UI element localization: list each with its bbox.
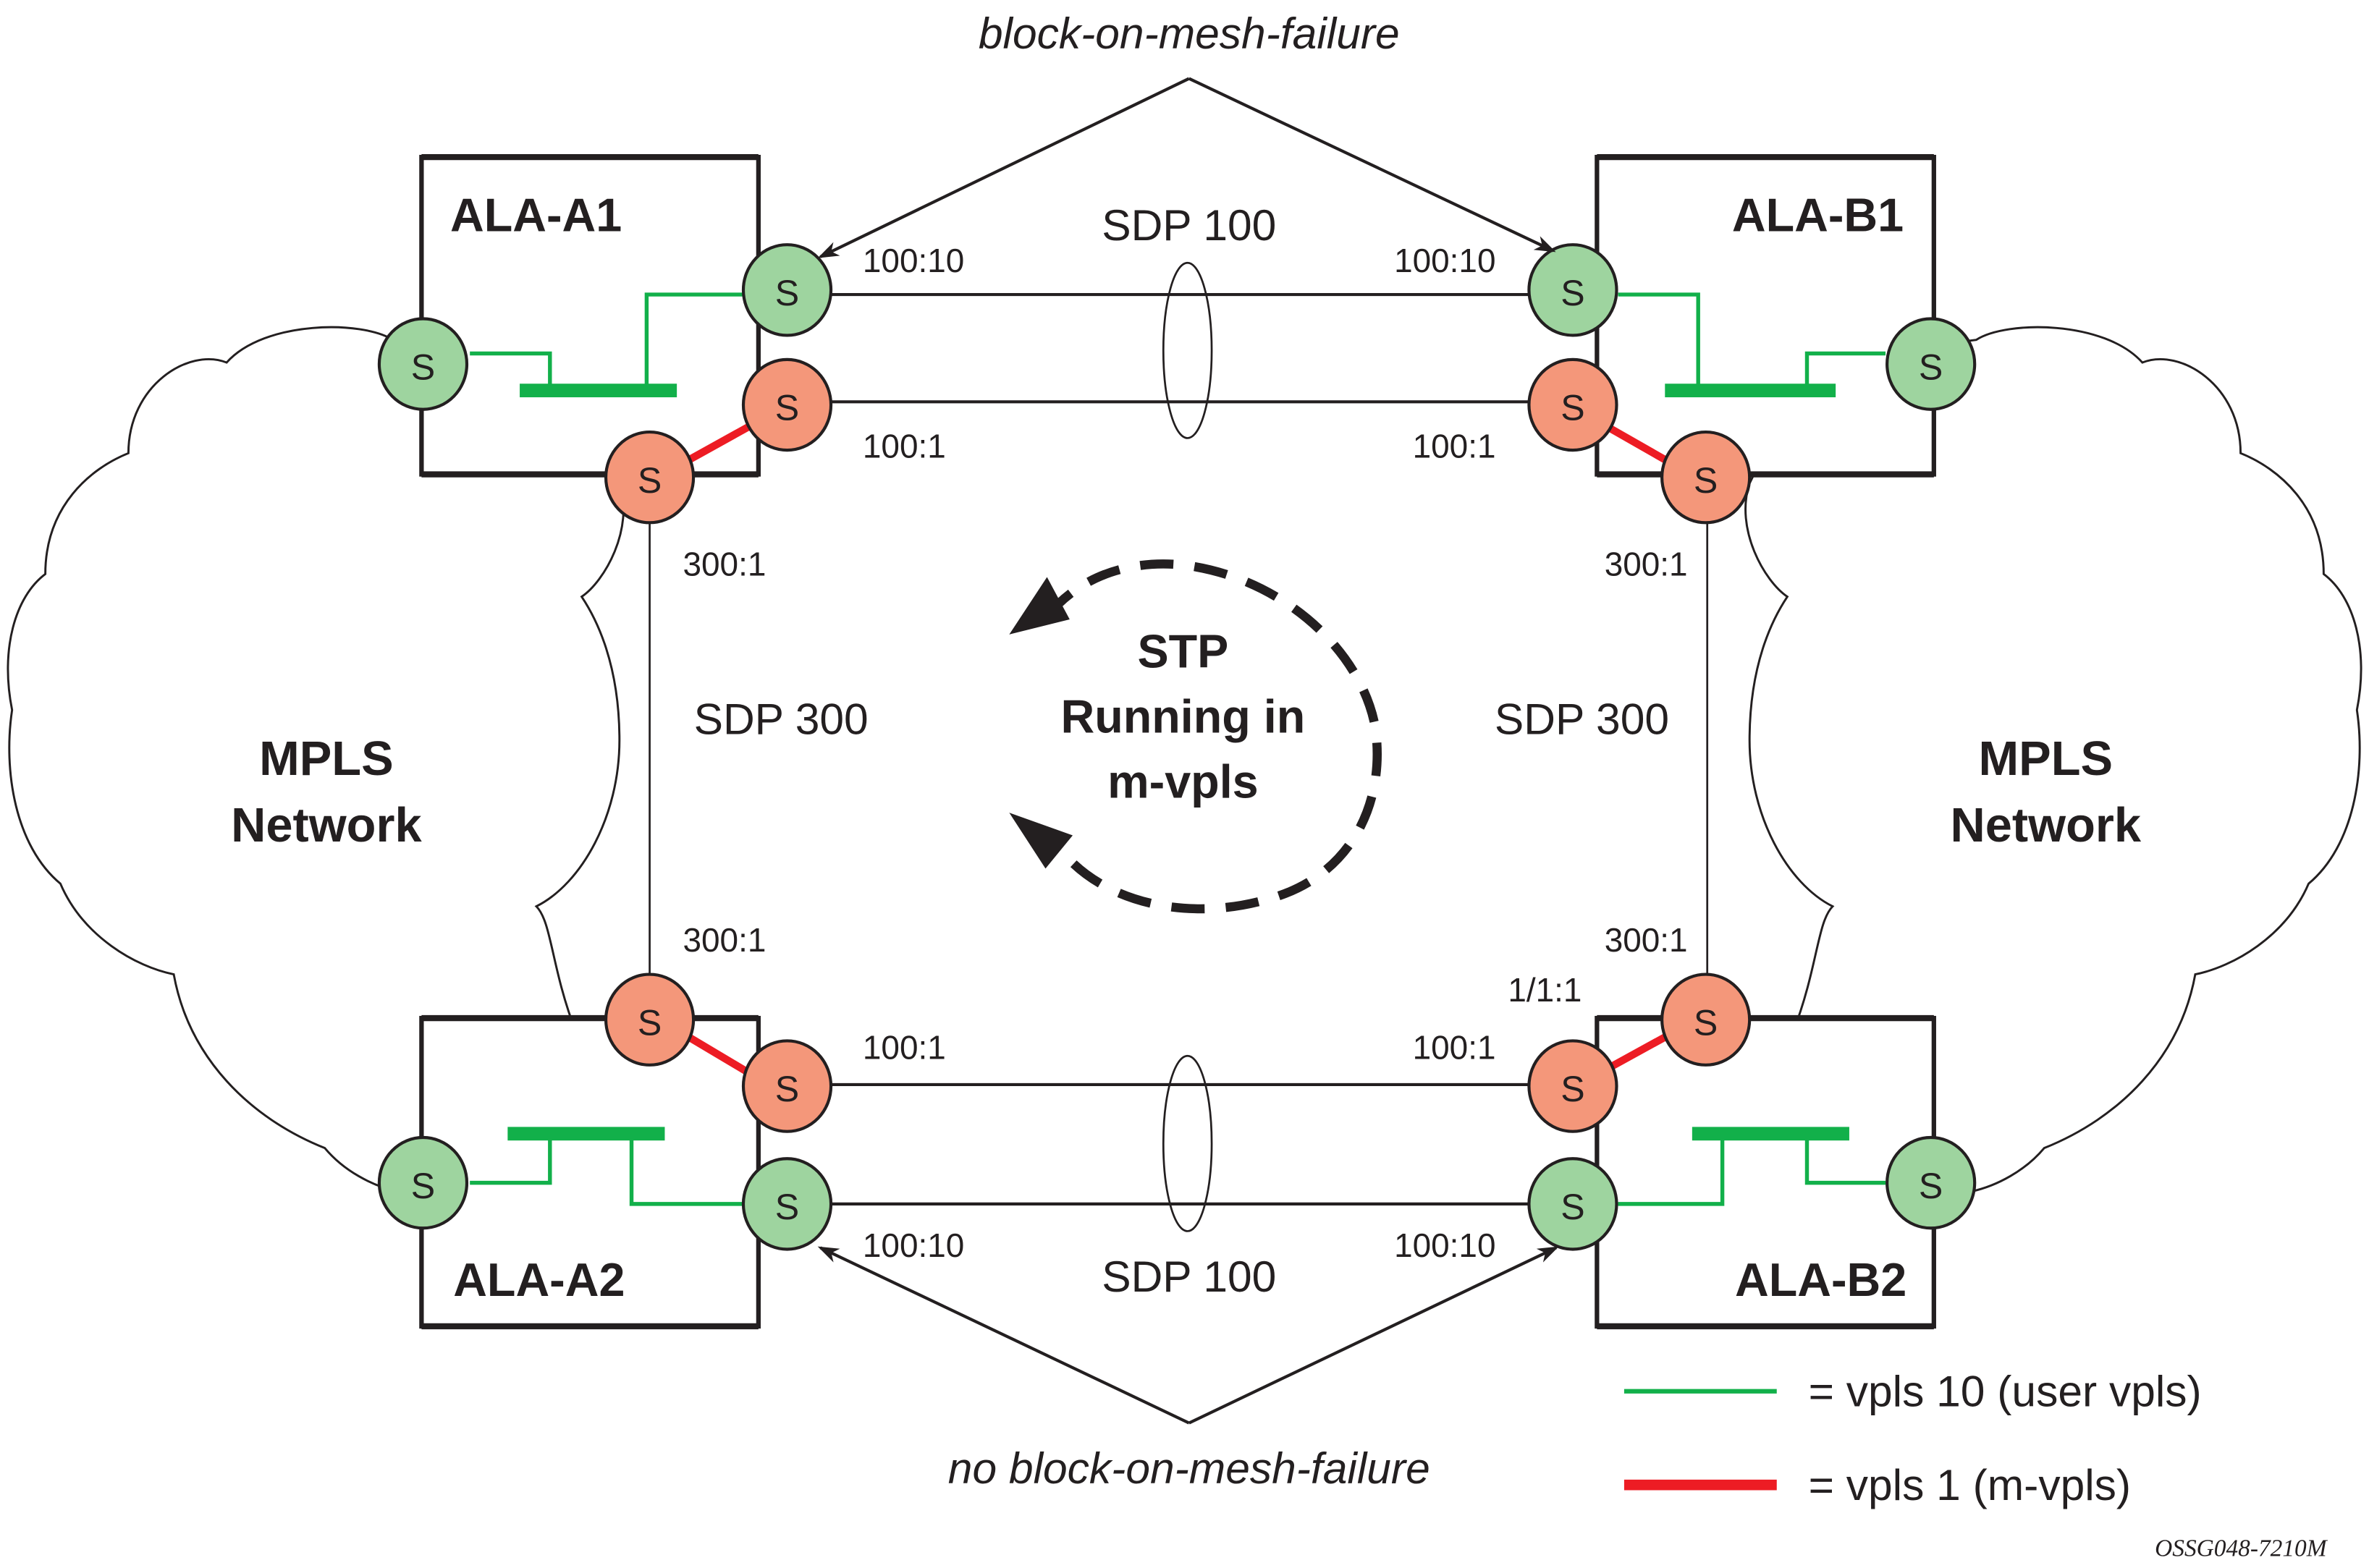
svg-text:S: S [775, 388, 799, 428]
node-label-a1: ALA-A1 [450, 188, 622, 241]
sap-b2-sdp-user[interactable]: S [1527, 1157, 1618, 1251]
cloud-label-left: MPLS Network [231, 732, 422, 852]
svg-text:S: S [411, 347, 435, 387]
binding-label-a1-ring: 300:1 [683, 545, 766, 582]
mpls-cloud-left [7, 326, 625, 1195]
vpls10-a1 [470, 292, 746, 398]
binding-label-b2-ring: 300:1 [1605, 921, 1688, 959]
vpls10-a2 [470, 1127, 746, 1206]
port-label-b2: 1/1:1 [1508, 971, 1582, 1009]
binding-label-a1-user: 100:10 [863, 242, 964, 279]
legend-item-user-vpls: = vpls 10 (user vpls) [1623, 1367, 2202, 1416]
sap-b2-sdp-mgmt[interactable]: S [1527, 1039, 1618, 1133]
svg-text:MPLS: MPLS [1979, 732, 2113, 786]
svg-text:= vpls 10 (user vpls): = vpls 10 (user vpls) [1809, 1367, 2202, 1416]
mpls-cloud-right [1744, 326, 2362, 1195]
sap-b1-ring[interactable]: S [1660, 430, 1752, 525]
binding-label-b2-user: 100:10 [1394, 1226, 1495, 1264]
node-label-b1: ALA-B1 [1732, 188, 1904, 241]
sdp-label-bottom: SDP 100 [1102, 1252, 1276, 1301]
svg-text:S: S [1919, 347, 1943, 387]
vpls1-b2-link [1604, 1033, 1668, 1073]
figure-id: OSSG048-7210M [2155, 1535, 2328, 1561]
node-label-b2: ALA-B2 [1735, 1253, 1906, 1306]
sap-a2-sdp-user[interactable]: S [741, 1157, 833, 1251]
annotation-bottom: no block-on-mesh-failure [948, 1444, 1430, 1493]
sap-a1-ring[interactable]: S [604, 430, 696, 525]
sap-b1-access[interactable]: S [1886, 317, 1977, 411]
vpls10-b1 [1618, 292, 1886, 398]
svg-text:S: S [638, 460, 662, 501]
binding-label-a1-mgmt: 100:1 [863, 428, 946, 465]
svg-text:S: S [1561, 1069, 1584, 1109]
sap-b1-sdp-mgmt[interactable]: S [1527, 357, 1618, 452]
vpls1-b1-link [1604, 423, 1672, 466]
binding-label-b2-mgmt: 100:1 [1413, 1028, 1496, 1066]
sdp-label-right: SDP 300 [1495, 695, 1669, 744]
svg-text:S: S [1694, 460, 1718, 501]
node-ala-b2[interactable]: ALA-B2 [1595, 1014, 1936, 1330]
svg-text:Network: Network [1951, 799, 2142, 852]
svg-text:S: S [775, 1187, 799, 1227]
binding-label-b1-mgmt: 100:1 [1413, 428, 1496, 465]
sap-a2-ring[interactable]: S [604, 972, 696, 1067]
sdp100-bottom-bundle-ellipse [1162, 1054, 1213, 1232]
svg-text:S: S [1561, 1187, 1584, 1227]
sap-b2-access[interactable]: S [1886, 1135, 1977, 1230]
svg-text:S: S [1561, 273, 1584, 313]
svg-text:STP: STP [1137, 625, 1228, 678]
legend: = vpls 10 (user vpls) = vpls 1 (m-vpls) [1623, 1367, 2202, 1509]
annotation-arrows-bottom [817, 1246, 1559, 1425]
sap-a1-sdp-user[interactable]: S [741, 243, 833, 337]
stp-label: STP Running in m-vpls [1061, 625, 1306, 808]
binding-label-b1-user: 100:10 [1394, 242, 1495, 279]
sap-b2-ring[interactable]: S [1660, 972, 1752, 1067]
svg-text:S: S [775, 1069, 799, 1109]
legend-item-mgmt-vpls: = vpls 1 (m-vpls) [1623, 1460, 2132, 1509]
sdp-label-top: SDP 100 [1102, 200, 1276, 250]
node-ala-b1[interactable]: ALA-B1 [1595, 153, 1936, 478]
svg-text:S: S [638, 1002, 662, 1043]
sap-a2-access[interactable]: S [377, 1135, 469, 1230]
binding-label-b1-ring: 300:1 [1605, 545, 1688, 582]
binding-label-a2-ring: 300:1 [683, 921, 766, 959]
svg-text:Running in: Running in [1061, 690, 1306, 743]
sap-a1-access[interactable]: S [377, 317, 469, 411]
vpls10-b2 [1618, 1127, 1886, 1206]
sap-a1-sdp-mgmt[interactable]: S [741, 357, 833, 452]
svg-text:S: S [1919, 1166, 1943, 1206]
sap-b1-sdp-user[interactable]: S [1527, 243, 1618, 337]
sdp-label-left: SDP 300 [694, 695, 869, 744]
annotation-arrows-top [817, 77, 1556, 258]
stp-rotation-arrow-icon [1009, 559, 1382, 914]
svg-text:MPLS: MPLS [259, 732, 394, 786]
node-ala-a1[interactable]: ALA-A1 [419, 153, 761, 478]
svg-text:Network: Network [231, 799, 422, 852]
node-label-a2: ALA-A2 [453, 1253, 625, 1306]
vpls1-a1-link [685, 419, 758, 465]
svg-text:S: S [1694, 1002, 1718, 1043]
cloud-label-right: MPLS Network [1951, 732, 2142, 852]
svg-text:m-vpls: m-vpls [1107, 755, 1259, 808]
svg-text:S: S [411, 1166, 435, 1206]
svg-text:= vpls 1 (m-vpls): = vpls 1 (m-vpls) [1809, 1460, 2132, 1509]
svg-text:S: S [1561, 388, 1584, 428]
svg-text:S: S [775, 273, 799, 313]
sdp100-top-bundle-ellipse [1162, 261, 1213, 439]
vpls1-a2-link [685, 1033, 753, 1077]
node-ala-a2[interactable]: ALA-A2 [419, 1014, 761, 1330]
annotation-top: block-on-mesh-failure [979, 9, 1400, 58]
binding-label-a2-user: 100:10 [863, 1226, 964, 1264]
sap-a2-sdp-mgmt[interactable]: S [741, 1039, 833, 1133]
binding-label-a2-mgmt: 100:1 [863, 1028, 946, 1066]
